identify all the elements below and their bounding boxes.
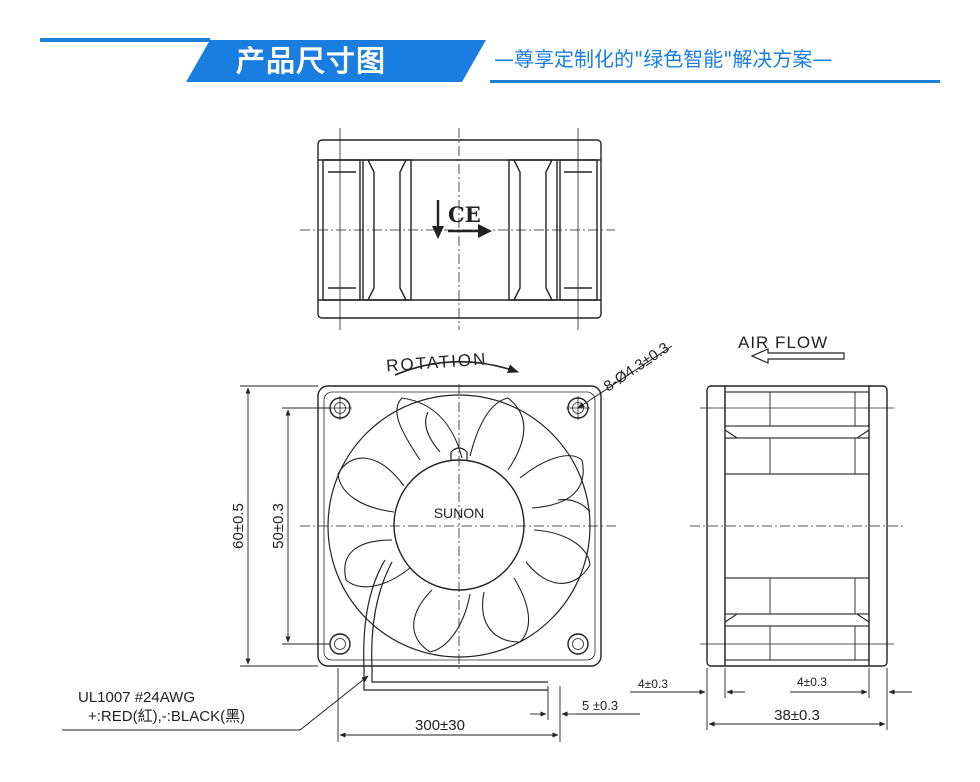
cable-spec-line1: UL1007 #24AWG — [78, 689, 195, 706]
hole-spec-label: 8-Ø4.3±0.3 — [601, 339, 673, 395]
dim-flange-right — [790, 668, 912, 698]
dim-flange-right-label: 4±0.3 — [797, 675, 827, 689]
dim-cable-length-label: 300±30 — [415, 717, 465, 734]
arrow-down-icon — [432, 226, 444, 239]
page-title: 产品尺寸图 — [236, 44, 387, 78]
dim-outer-height — [240, 385, 318, 667]
front-view — [300, 384, 618, 691]
brand-label: SUNON — [434, 505, 485, 521]
dim-flange-left — [630, 668, 745, 698]
header-tab — [186, 40, 486, 82]
air-flow-arrow-icon — [750, 348, 845, 364]
dim-wire-strip-label: 5 ±0.3 — [582, 698, 618, 713]
dim-outer-label: 60±0.5 — [230, 503, 247, 549]
air-flow-label: AIR FLOW — [738, 333, 828, 352]
fan-blades — [337, 397, 591, 653]
dim-hole-pitch — [282, 407, 330, 645]
side-view — [690, 385, 905, 667]
arrow-right-icon — [478, 224, 492, 238]
ce-airflow-mark: CE — [432, 200, 492, 239]
dim-flange-left-label: 4±0.3 — [638, 677, 668, 691]
dim-depth-label: 38±0.3 — [774, 707, 820, 724]
dim-depth — [706, 668, 888, 730]
dim-cable-length — [337, 668, 561, 742]
top-view — [300, 128, 615, 330]
rotation-arrow-icon — [394, 360, 520, 376]
header-rule-left — [40, 38, 210, 42]
dim-hole-pitch-label: 50±0.3 — [270, 503, 287, 549]
cable-spec-line2: +:RED(紅),-:BLACK(黑) — [88, 708, 245, 725]
page-subtitle: —尊享定制化的"绿色智能"解决方案— — [494, 47, 833, 71]
header-rule-right — [490, 80, 940, 83]
dim-wire-strip — [530, 686, 640, 720]
ce-mark: CE — [448, 202, 481, 227]
